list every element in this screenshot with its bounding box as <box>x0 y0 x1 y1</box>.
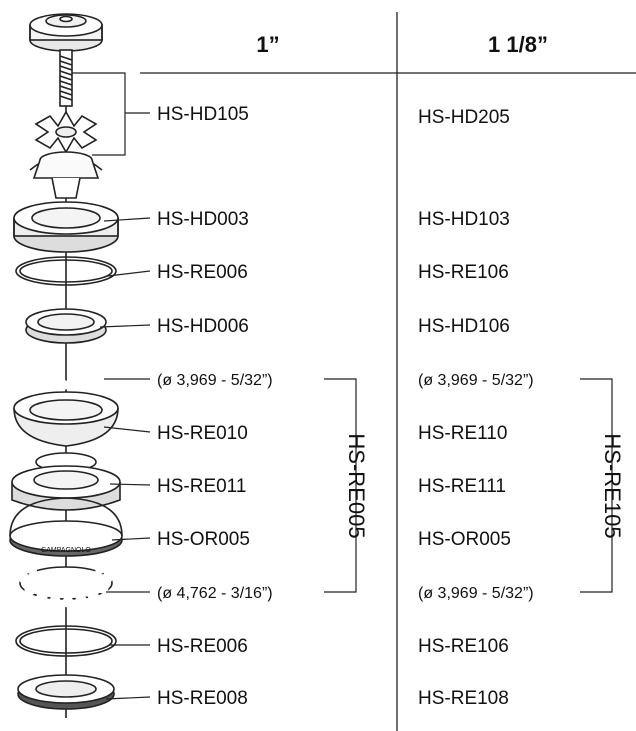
leader-re011 <box>109 483 151 486</box>
label-right-10: HS-RE108 <box>418 688 509 709</box>
label-left-0: HS-HD105 <box>157 104 249 125</box>
upper-cup-icon <box>13 201 119 253</box>
label-right-8: (ø 3,969 - 5/32”) <box>418 585 534 602</box>
leader-re006-top <box>107 270 151 277</box>
label-right-3: HS-HD106 <box>418 316 510 337</box>
label-left-2: HS-RE006 <box>157 262 248 283</box>
crown-race-icon <box>17 674 115 710</box>
right-column-labels: HS-HD205 HS-HD103 HS-RE106 HS-HD106 (ø 3… <box>418 107 534 709</box>
label-left-4: (ø 3,969 - 5/32”) <box>157 372 273 389</box>
label-right-5: HS-RE110 <box>418 423 507 444</box>
headtube-cup-top-icon <box>11 452 121 511</box>
label-right-0: HS-HD205 <box>418 107 510 128</box>
leader-re010 <box>103 426 151 433</box>
group-label-right: HS-RE105 <box>600 433 625 538</box>
label-left-7: HS-OR005 <box>157 529 250 550</box>
left-column-labels: HS-HD105 HS-HD003 HS-RE006 HS-HD006 (ø 3… <box>157 104 273 709</box>
upper-race-icon <box>13 391 119 447</box>
lower-bearing-icon <box>18 564 114 608</box>
label-left-1: HS-HD003 <box>157 209 249 230</box>
label-right-4: (ø 3,969 - 5/32”) <box>418 372 534 389</box>
seal-ring-icon <box>15 256 117 286</box>
upper-bearing-icon <box>17 356 111 390</box>
group-label-left: HS-RE005 <box>344 433 369 538</box>
label-left-10: HS-RE008 <box>157 688 248 709</box>
column-header-1inch: 1” <box>256 32 279 57</box>
top-cap-icon <box>29 13 103 52</box>
bolt-icon <box>59 49 73 107</box>
headtube-cup-bottom-icon: CAMPAGNOLO <box>9 497 123 557</box>
bracket-left-group <box>324 378 357 593</box>
label-right-6: HS-RE111 <box>418 476 506 497</box>
leader-lines <box>72 72 613 700</box>
lock-ring-icon <box>25 308 107 344</box>
leader-hd003 <box>103 217 151 222</box>
label-right-9: HS-RE106 <box>418 636 509 657</box>
campagnolo-logo: CAMPAGNOLO <box>41 547 91 554</box>
leader-or005 <box>111 537 151 541</box>
label-right-7: HS-OR005 <box>418 529 511 550</box>
bracket-right-group <box>580 378 613 593</box>
lower-seal-ring-icon <box>15 625 117 657</box>
label-left-6: HS-RE011 <box>157 476 246 497</box>
label-left-9: HS-RE006 <box>157 636 248 657</box>
label-right-2: HS-RE106 <box>418 262 509 283</box>
label-left-8: (ø 4,762 - 3/16”) <box>157 585 273 602</box>
leader-hd006 <box>99 324 151 328</box>
label-left-5: HS-RE010 <box>157 423 248 444</box>
exploded-headset-drawing: CAMPAGNOLO <box>9 13 123 718</box>
column-header-1-1-8inch: 1 1/8” <box>488 32 548 57</box>
leader-hd105 <box>72 72 150 156</box>
leader-re008 <box>105 696 151 700</box>
label-left-3: HS-HD006 <box>157 316 249 337</box>
star-nut-icon <box>34 110 98 154</box>
label-right-1: HS-HD103 <box>418 209 510 230</box>
compression-plug-icon <box>29 151 103 199</box>
